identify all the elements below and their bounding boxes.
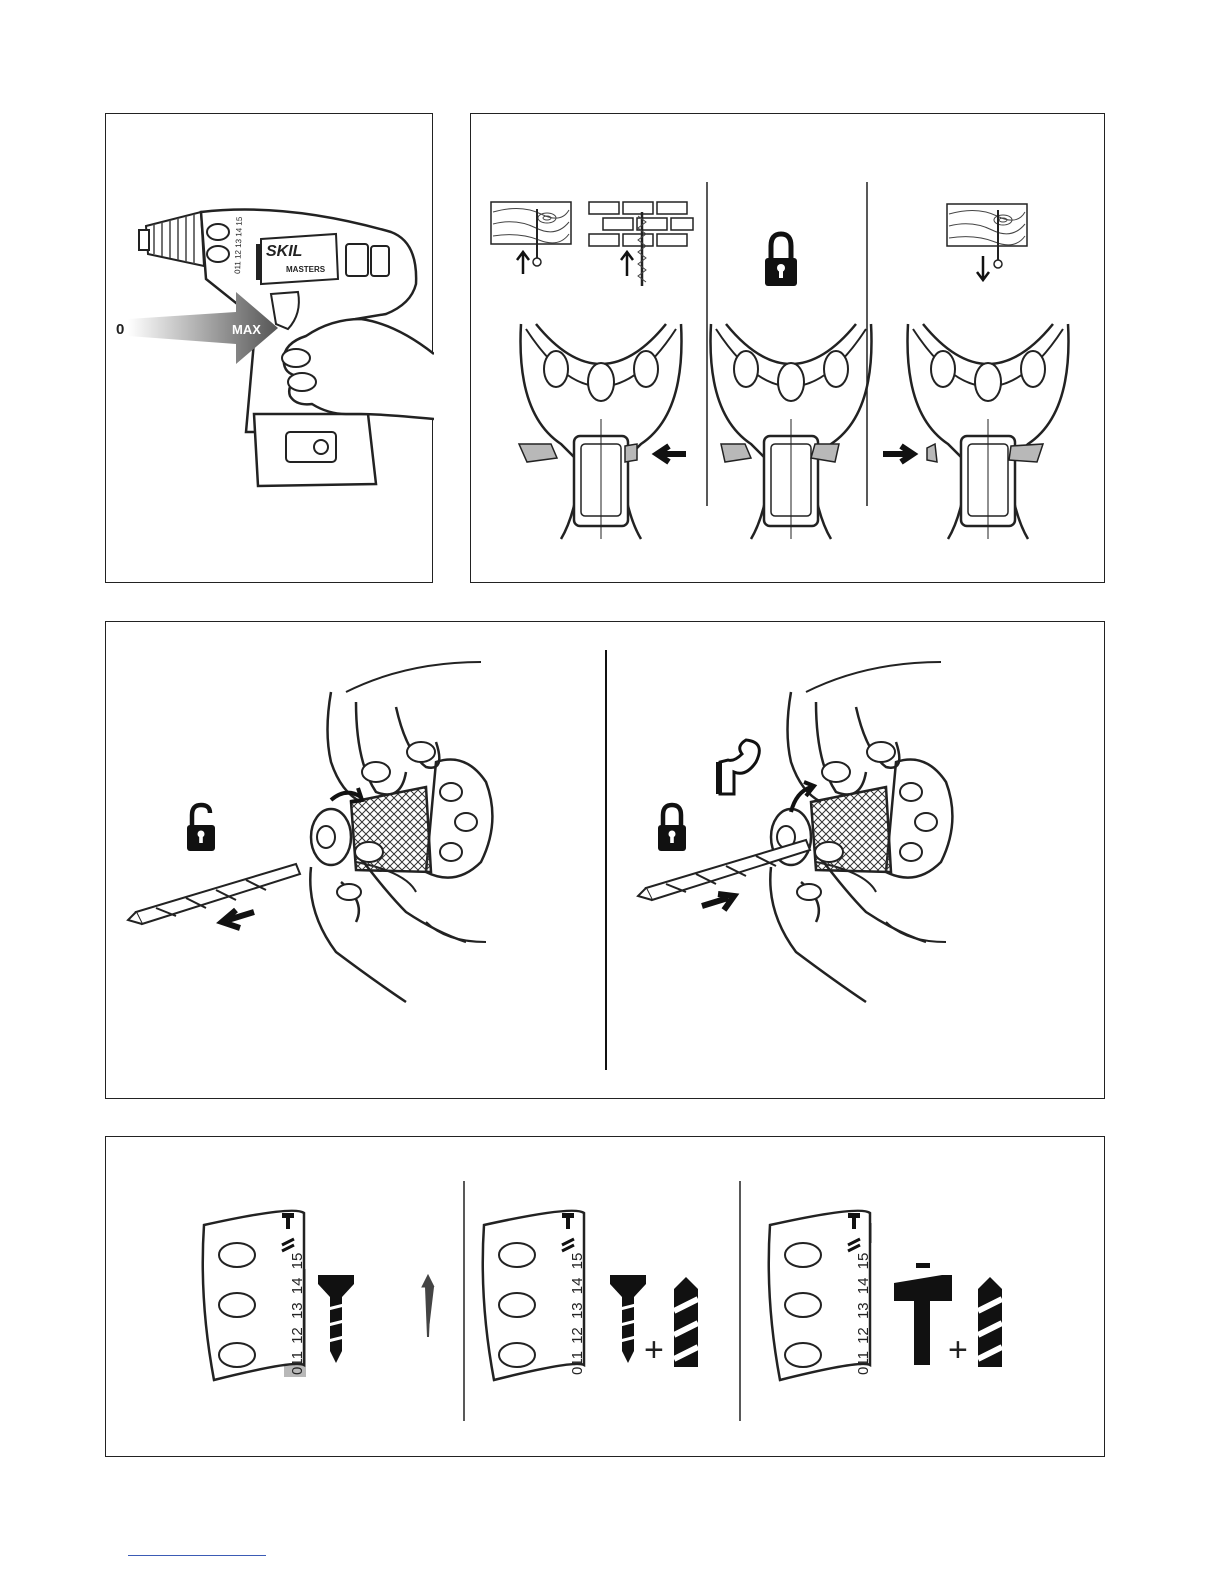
- dial-number: 011: [289, 1351, 306, 1375]
- screw-icon: [318, 1275, 354, 1363]
- dial-number: 14: [855, 1278, 872, 1295]
- hammer-icon: [894, 1263, 952, 1365]
- brick-wall-icon: [587, 202, 693, 286]
- dial-number: 12: [855, 1327, 872, 1344]
- battery-pack: [254, 414, 376, 486]
- lock-mode: [711, 234, 872, 539]
- unlocked-icon: [187, 805, 215, 851]
- dial-number: 14: [569, 1278, 586, 1295]
- arrow-up-icon: [517, 252, 529, 274]
- insert-bit-step: [638, 662, 952, 1002]
- drill-bit-icon: [674, 1277, 698, 1367]
- figure-trigger-speed: SKIL MASTERS 011 12 13 14 15 0 MAX: [105, 113, 433, 583]
- chuck-illustration: [106, 622, 1106, 1100]
- setting-hammer-drilling: 011 12 13 14 15 +: [769, 1211, 1002, 1380]
- brand-logo: SKIL: [266, 243, 302, 260]
- plus-sign: +: [948, 1331, 968, 1369]
- drill-bit-icon: [978, 1277, 1002, 1367]
- dial-number: 13: [855, 1302, 872, 1319]
- arrow-up-icon: [621, 252, 633, 276]
- arrow-left-icon: [657, 446, 686, 462]
- arrow-out-icon: [222, 910, 254, 928]
- speed-max-label: MAX: [232, 322, 261, 337]
- dial-number: 14: [289, 1278, 306, 1295]
- drill-chuck: [139, 212, 204, 266]
- dial-number: 15: [289, 1253, 306, 1270]
- arrow-right-icon: [883, 446, 913, 462]
- figure-direction-switch: [470, 113, 1105, 583]
- strength-arm-icon: [716, 740, 759, 794]
- dial-number: 12: [569, 1327, 586, 1344]
- figure-mode-settings: 011 12 13 14 15 011 12 13 14 15 +: [105, 1136, 1105, 1457]
- footer-rule: [128, 1555, 266, 1556]
- arrow-down-icon: [977, 256, 989, 280]
- screw-icon: [610, 1275, 646, 1363]
- drill-illustration: SKIL MASTERS 011 12 13 14 15 0 MAX: [106, 114, 434, 584]
- switch-right-pressed: [1009, 444, 1043, 462]
- dial-number: 13: [289, 1302, 306, 1319]
- locked-icon: [658, 805, 686, 851]
- forward-mode: [491, 202, 693, 539]
- direction-illustration: [471, 114, 1106, 584]
- model-label: MASTERS: [286, 265, 326, 274]
- dial-number: 15: [855, 1253, 872, 1270]
- settings-illustration: 011 12 13 14 15 011 12 13 14 15 +: [106, 1137, 1106, 1458]
- switch-left-pressed: [519, 444, 557, 462]
- speed-min-label: 0: [116, 321, 124, 338]
- setting-screwdriving: 011 12 13 14 15: [203, 1211, 434, 1380]
- dial-number: 12: [289, 1327, 306, 1344]
- setting-drilling: 011 12 13 14 15 +: [483, 1211, 698, 1380]
- figure-keyless-chuck: [105, 621, 1105, 1099]
- reverse-mode: [883, 204, 1069, 539]
- plus-sign: +: [644, 1331, 664, 1369]
- arrow-in-icon: [702, 894, 734, 910]
- dial-number: 13: [569, 1302, 586, 1319]
- dial-number: 011: [855, 1351, 872, 1375]
- release-bit-step: [128, 662, 492, 1002]
- dial-number: 15: [569, 1253, 586, 1270]
- dial-number: 011: [569, 1351, 586, 1375]
- lock-icon: [765, 234, 797, 286]
